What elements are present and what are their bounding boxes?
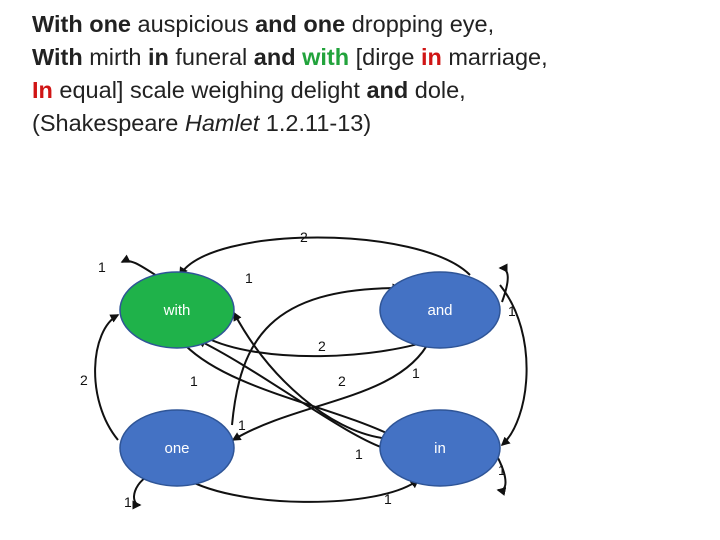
node-in-shape (379, 409, 501, 487)
weight-in-to-with-bottom2: 1 (384, 491, 392, 507)
quote-word: auspicious (131, 11, 256, 37)
weight-one-to-and: 1 (245, 270, 253, 286)
edge-one-to-and (231, 283, 402, 426)
quote-word: funeral (168, 44, 254, 70)
weight-in-to-with-low: 1 (238, 417, 246, 433)
node-with-shape (119, 271, 235, 349)
weight-with-self: 1 (98, 259, 106, 275)
quote-word: in (147, 44, 169, 70)
node-in: in (379, 409, 501, 487)
quote-word: With one (32, 11, 131, 37)
quote-block: With one auspicious and one dropping eye… (32, 8, 712, 140)
edge-and-self-loop (498, 263, 509, 303)
edge-in-to-with (233, 311, 383, 439)
weight-with-to-in: 2 (338, 373, 346, 389)
node-one: one (119, 409, 235, 487)
quote-line-2: With mirth in funeral and with [dirge in… (32, 41, 712, 74)
node-in-label: in (434, 440, 446, 457)
weight-in-self: 1 (498, 462, 506, 478)
edge-one-to-in-bottom (179, 474, 420, 503)
quote-word: dropping eye, (345, 11, 495, 37)
quote-word: (Shakespeare (32, 110, 185, 136)
quote-word: mirth (82, 44, 148, 70)
quote-word: with (302, 44, 350, 70)
quote-word: equal] scale weighing delight (52, 77, 367, 103)
node-and-shape (379, 271, 501, 349)
edge-in-self-loop (496, 457, 507, 496)
quote-word: dole, (408, 77, 466, 103)
quote-word: and (366, 77, 409, 103)
edge-and-to-with-top (179, 236, 471, 277)
quote-word: 1.2.11-13) (259, 110, 372, 136)
quote-word: marriage, (441, 44, 548, 70)
edge-weight-labels: 2 1 1 1 2 2 1 2 1 1 1 1 1 1 (80, 229, 516, 510)
quote-word: and (253, 44, 296, 70)
weight-with-to-and-mid: 2 (318, 338, 326, 354)
edge-with-to-in (184, 344, 397, 438)
edge-in-to-with-low (196, 339, 391, 451)
weight-and-to-with-top: 2 (300, 229, 308, 245)
node-with: with (119, 271, 235, 349)
quote-word: in (420, 44, 442, 70)
quote-word: and one (255, 11, 346, 37)
node-with-label: with (163, 302, 191, 319)
weight-one-to-in-bottom: 1 (355, 446, 363, 462)
weight-in-to-with: 1 (190, 373, 198, 389)
quote-word: [dirge (349, 44, 421, 70)
weight-one-to-with: 2 (80, 372, 88, 388)
edge-one-to-with-left (94, 314, 120, 441)
node-one-label: one (164, 440, 189, 457)
quote-word: In (32, 77, 53, 103)
weight-and-to-one: 1 (412, 365, 420, 381)
quote-line-1: With one auspicious and one dropping eye… (32, 8, 712, 41)
quote-word: With (32, 44, 83, 70)
weight-one-self: 1 (124, 494, 132, 510)
graph-edges (94, 236, 528, 510)
node-one-shape (119, 409, 235, 487)
weight-and-self: 1 (508, 303, 516, 319)
edge-and-to-one (231, 339, 431, 441)
node-and-label: and (427, 302, 452, 319)
node-and: and (379, 271, 501, 349)
quote-line-3: In equal] scale weighing delight and dol… (32, 74, 712, 107)
edge-and-to-in-right (499, 284, 528, 447)
quote-line-4: (Shakespeare Hamlet 1.2.11-13) (32, 107, 712, 140)
quote-word: Hamlet (184, 110, 260, 136)
